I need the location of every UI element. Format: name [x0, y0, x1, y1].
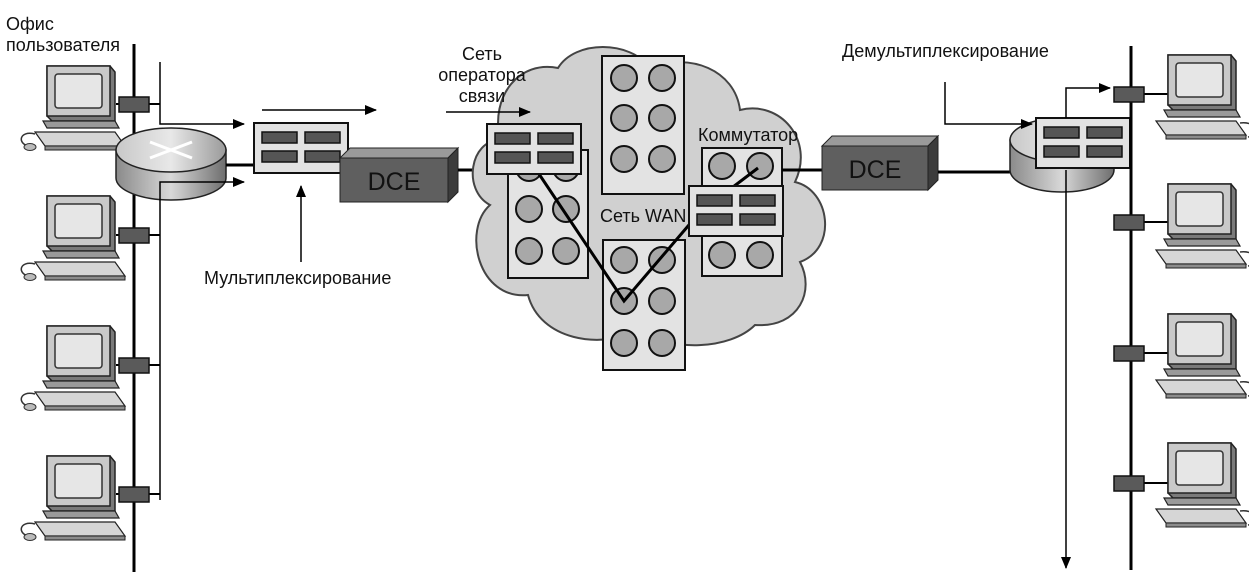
dce-right-box: DCE: [822, 136, 938, 190]
multiplexer-panel: [254, 123, 348, 173]
right-port-3: [1114, 346, 1144, 361]
demultiplexer-panel: [1036, 118, 1130, 168]
left-port-1: [119, 97, 149, 112]
wan-egress-panel: [689, 186, 783, 236]
demultiplexing-label: Демультиплексирование: [842, 41, 1049, 62]
right-port-2: [1114, 215, 1144, 230]
right-workstation-2: [1156, 184, 1249, 268]
left-workstation-3: [21, 326, 125, 411]
right-port-1: [1114, 87, 1144, 102]
left-router-icon: [116, 128, 226, 200]
left-workstation-1: [21, 66, 125, 151]
right-workstation-4: [1156, 443, 1249, 527]
left-port-3: [119, 358, 149, 373]
switch-label: Коммутатор: [698, 125, 798, 146]
left-workstation-4: [21, 456, 125, 541]
left-workstation-2: [21, 196, 125, 281]
wan-switch-bottom: [603, 240, 685, 370]
right-workstation-3: [1156, 314, 1249, 398]
wan-ingress-panel: [487, 124, 581, 174]
multiplexing-label: Мультиплексирование: [204, 268, 391, 289]
dce-left-box: DCE: [340, 148, 458, 202]
dce-right-label: DCE: [849, 156, 902, 184]
wan-network-label: Сеть WAN: [600, 206, 686, 227]
wan-switch-top: [602, 56, 684, 194]
right-workstation-1: [1156, 55, 1249, 139]
operator-network-label: Сеть оператора связи: [434, 44, 530, 107]
left-port-2: [119, 228, 149, 243]
left-port-4: [119, 487, 149, 502]
user-office-label: Офис пользователя: [6, 14, 120, 56]
dce-left-label: DCE: [368, 168, 421, 196]
right-port-4: [1114, 476, 1144, 491]
